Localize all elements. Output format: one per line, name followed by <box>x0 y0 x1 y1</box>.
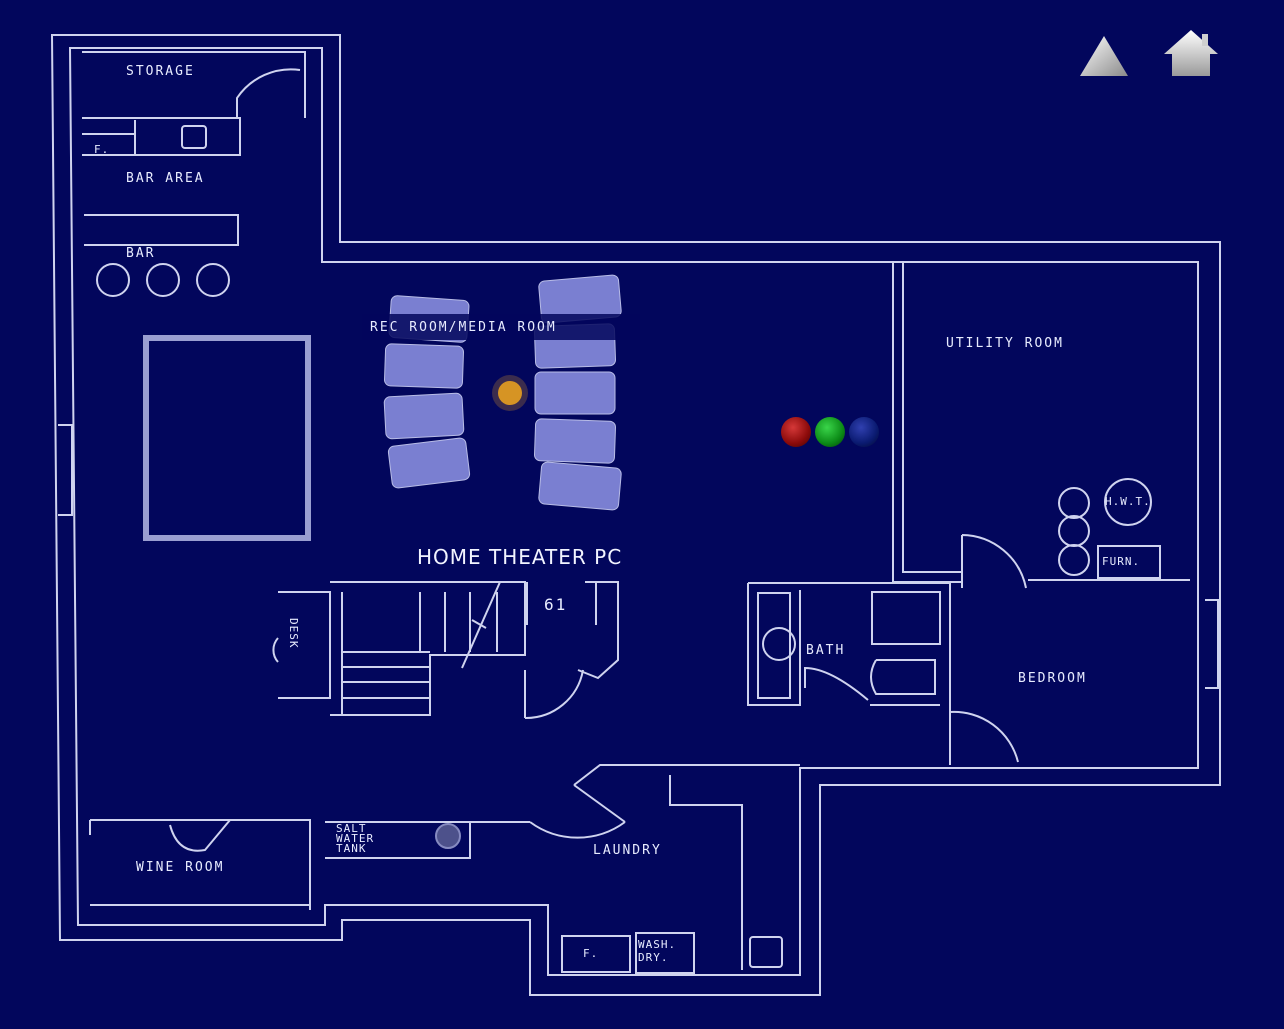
pool-table <box>146 338 308 538</box>
fridge-laundry-label: F. <box>583 947 599 960</box>
room-label-bath: BATH <box>806 643 846 658</box>
room-label-bar: BAR <box>126 246 156 261</box>
home-icon <box>1164 30 1218 76</box>
hwt-label: H.W.T. <box>1105 495 1151 508</box>
room-label-utility: UTILITY ROOM <box>946 336 1064 351</box>
up-button[interactable] <box>1076 30 1134 82</box>
red-light-button[interactable] <box>781 417 811 447</box>
label-backdrop <box>362 314 640 340</box>
triangle-up-icon <box>1080 36 1128 76</box>
room-label-bar-area: BAR AREA <box>126 171 205 186</box>
room-label-bedroom: BEDROOM <box>1018 671 1087 686</box>
home-theater-pc-button[interactable]: HOME THEATER PC <box>417 545 623 569</box>
furnace-label: FURN. <box>1102 555 1141 568</box>
room-label-wine-room: WINE ROOM <box>136 860 225 875</box>
channel-number[interactable]: 61 <box>544 595 568 614</box>
room-label-laundry: LAUNDRY <box>593 843 662 858</box>
washer-dryer-label: WASH. DRY. <box>638 938 677 964</box>
theater-light-button[interactable] <box>498 381 522 405</box>
home-button[interactable] <box>1162 28 1220 80</box>
room-label-rec-room: REC ROOM/MEDIA ROOM <box>370 320 557 335</box>
green-light-button[interactable] <box>815 417 845 447</box>
salt-water-tank-label: SALT WATER TANK <box>336 822 375 855</box>
room-label-storage: STORAGE <box>126 64 195 79</box>
desk-label: DESK <box>287 618 300 649</box>
fridge-label: F. <box>94 143 110 156</box>
blue-light-button[interactable] <box>849 417 879 447</box>
